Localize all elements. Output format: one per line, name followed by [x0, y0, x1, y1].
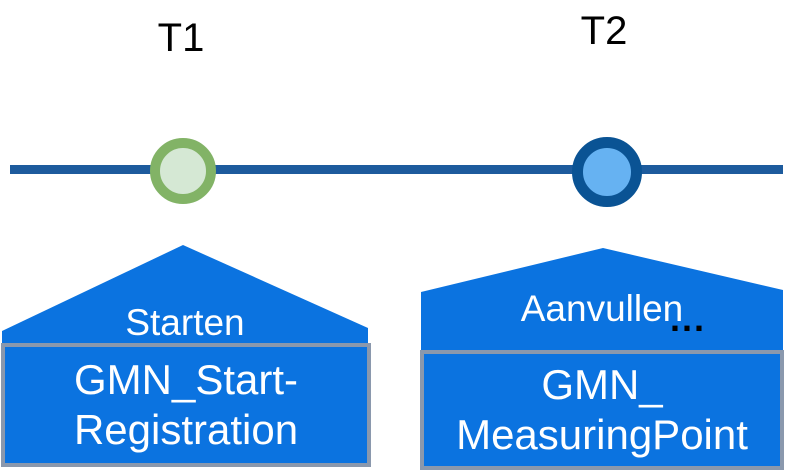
- milestone-label-t2: T2: [580, 9, 628, 53]
- milestone-marker-t2: [572, 137, 642, 207]
- task-box-start-registration: GMN_Start- Registration: [1, 343, 371, 467]
- callout-banner-aanvullen: [421, 248, 783, 352]
- task-box-line: GMN_: [541, 361, 663, 408]
- task-box-line: Registration: [73, 406, 299, 453]
- milestone-marker-t1: [150, 138, 216, 204]
- timeline-line: [10, 165, 783, 174]
- task-box-line: GMN_Start-: [73, 356, 299, 403]
- callout-title-starten: Starten: [125, 302, 245, 343]
- task-box-measuring-point: GMN_ MeasuringPoint: [420, 350, 784, 470]
- callout-banner-starten: [2, 245, 368, 345]
- callout-title-aanvullen: Aanvullen: [520, 288, 684, 329]
- ellipsis-label: ...: [669, 298, 706, 339]
- task-box-line: MeasuringPoint: [456, 411, 748, 458]
- milestone-label-t1: T1: [157, 16, 205, 60]
